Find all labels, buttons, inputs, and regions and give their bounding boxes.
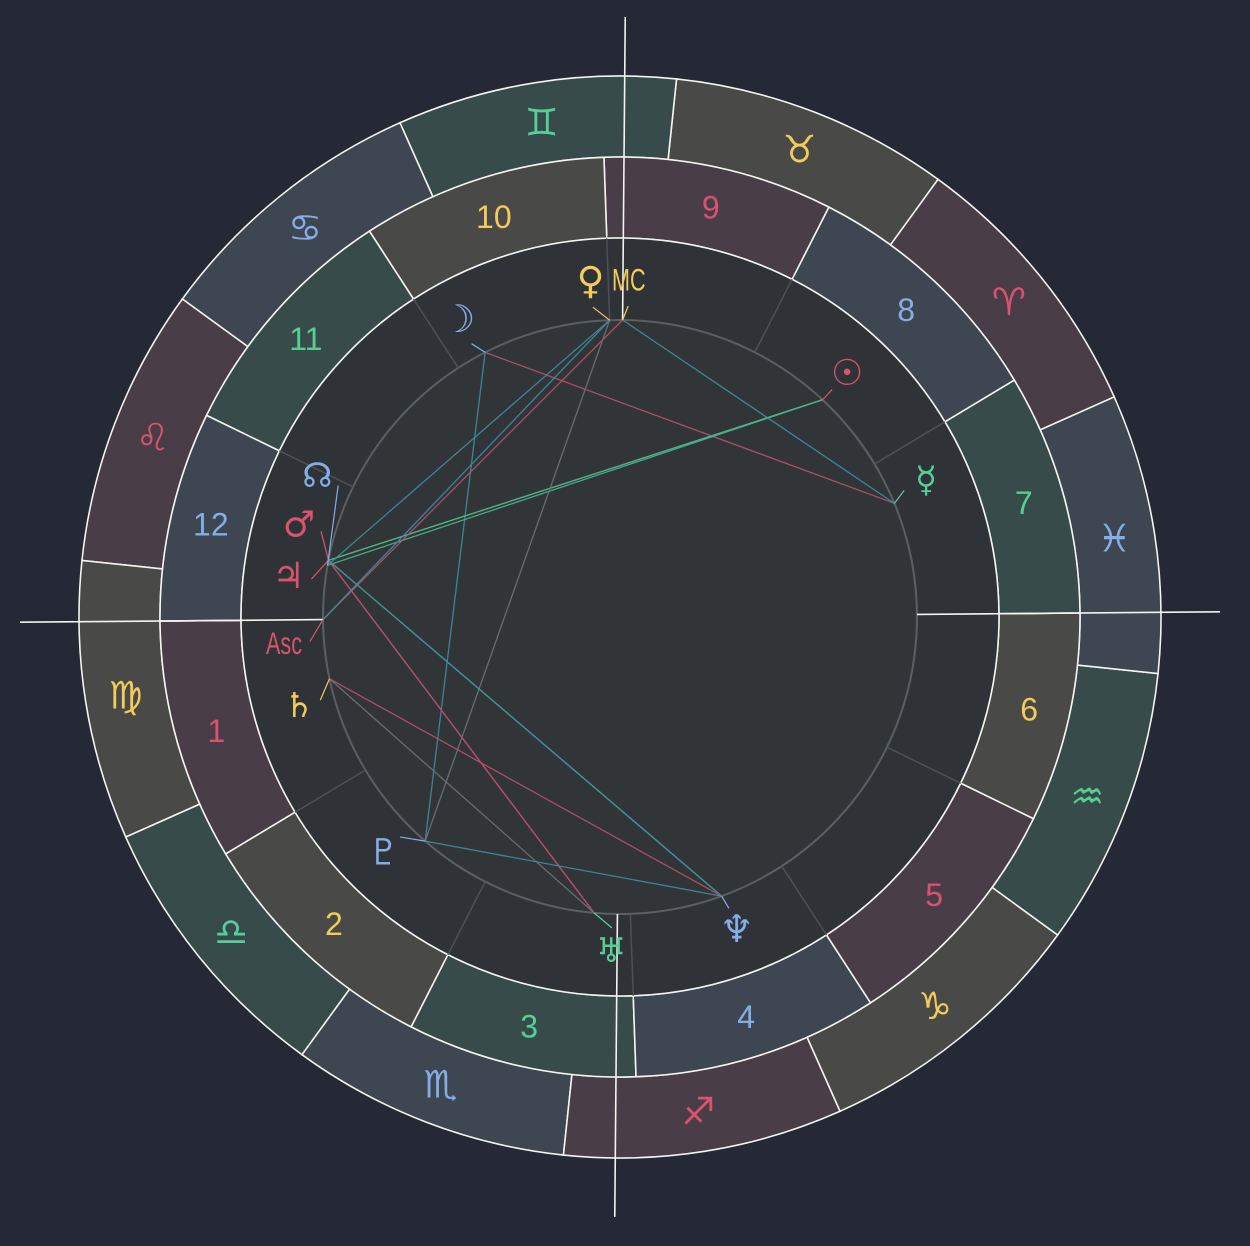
mercury-icon: ☿ — [915, 460, 937, 501]
pluto-icon: ♇ — [368, 833, 400, 874]
house-number-1: 1 — [207, 713, 225, 749]
north-node-icon: ☊ — [302, 456, 332, 496]
house-number-6: 6 — [1020, 692, 1038, 728]
venus-icon: ♀ — [577, 258, 605, 302]
aspect-line-venus-ascendant — [322, 319, 611, 621]
virgo-sign-icon: ♍ — [109, 673, 143, 717]
aspect-line-venus-north-node — [327, 319, 611, 566]
pluto-connector — [399, 836, 426, 842]
sun-icon: ☉ — [831, 353, 863, 394]
cancer-sign-icon: ♋ — [288, 206, 322, 250]
aspect-line-midheaven-ascendant — [322, 319, 624, 621]
house-spoke-4 — [629, 913, 634, 996]
aspect-line-sun-jupiter — [328, 399, 823, 561]
house-number-5: 5 — [925, 877, 943, 913]
midheaven-connector — [622, 305, 629, 321]
descendant-axis — [916, 610, 1220, 616]
sagittarius-sign-icon: ♐ — [681, 1089, 715, 1133]
jupiter-connector — [310, 559, 329, 580]
house-spoke-10 — [606, 238, 611, 321]
house-number-11: 11 — [289, 321, 322, 357]
venus-connector — [592, 306, 611, 321]
house-spoke-8 — [874, 421, 946, 465]
angle-axes — [20, 17, 1220, 1217]
aspect-line-moon-mercury — [484, 351, 895, 504]
leo-sign-icon: ♌ — [136, 416, 170, 460]
house-spoke-2 — [294, 769, 366, 813]
house-spoke-12 — [279, 450, 354, 488]
house-number-3: 3 — [520, 1009, 538, 1045]
house-spoke-6 — [886, 746, 961, 784]
aspect-line-midheaven-mercury — [622, 319, 895, 504]
house-number-7: 7 — [1015, 485, 1033, 521]
planet-points: ☉ ☽ ☿ ♀ ♂ ♃ ♄ ♅ ♆ ♇ ☊ Asc MC — [266, 258, 937, 971]
aspect-line-pluto-neptune — [425, 840, 722, 897]
house-spoke-9 — [754, 278, 793, 353]
aspect-line-moon-pluto — [424, 352, 486, 842]
aspect-line-sun-north-node — [327, 399, 823, 567]
ascendant-label: Asc — [266, 626, 302, 661]
neptune-connector — [721, 895, 730, 909]
uranus-connector — [593, 912, 613, 929]
scorpio-sign-icon: ♏ — [424, 1062, 458, 1106]
mars-icon: ♂ — [283, 504, 315, 545]
aspect-line-saturn-neptune — [329, 678, 722, 897]
house-number-8: 8 — [897, 292, 915, 328]
house-number-2: 2 — [325, 906, 343, 942]
inner-wheel — [240, 237, 1000, 997]
moon-icon: ☽ — [441, 297, 475, 341]
ascendant-connector — [309, 619, 324, 642]
mercury-connector — [893, 490, 905, 504]
aries-sign-icon: ♈ — [992, 280, 1026, 324]
neptune-icon: ♆ — [720, 907, 754, 951]
aspect-line-venus-pluto — [424, 319, 611, 842]
sun-connector — [822, 389, 833, 401]
mars-connector — [320, 531, 330, 561]
house-spoke-11 — [412, 298, 459, 369]
pisces-sign-icon: ♓ — [1097, 517, 1131, 561]
north-node-connector — [326, 485, 339, 566]
imum-coeli-axis — [613, 913, 619, 1217]
libra-sign-icon: ♎ — [214, 910, 248, 954]
aspect-line-jupiter-uranus — [327, 559, 595, 914]
aspect-line-jupiter-neptune — [328, 559, 723, 897]
jupiter-icon: ♃ — [272, 556, 304, 597]
zodiac-ring: ♈ ♉ ♊ ♋ ♌ ♍ ♎ ♏ ♐ ♑ ♒ ♓ — [78, 75, 1162, 1159]
midheaven-axis — [621, 17, 627, 321]
house-number-9: 9 — [702, 189, 720, 225]
midheaven-label: MC — [612, 263, 646, 298]
aspect-circle — [322, 319, 918, 915]
uranus-icon: ♅ — [596, 931, 626, 971]
house-spoke-3 — [447, 881, 486, 956]
aspect-lines — [322, 319, 895, 914]
house-spoke-5 — [781, 865, 828, 936]
aquarius-sign-icon: ♒ — [1070, 774, 1104, 818]
capricorn-sign-icon: ♑ — [918, 984, 952, 1028]
house-number-4: 4 — [737, 999, 755, 1035]
aspect-line-saturn-uranus — [329, 678, 595, 914]
saturn-icon: ♄ — [284, 686, 314, 726]
taurus-sign-icon: ♉ — [782, 128, 816, 172]
moon-connector — [471, 343, 486, 353]
house-number-10: 10 — [476, 199, 512, 235]
gemini-sign-icon: ♊ — [525, 101, 559, 145]
ascendant-axis — [20, 618, 324, 624]
house-number-12: 12 — [193, 506, 229, 542]
saturn-connector — [319, 678, 331, 701]
